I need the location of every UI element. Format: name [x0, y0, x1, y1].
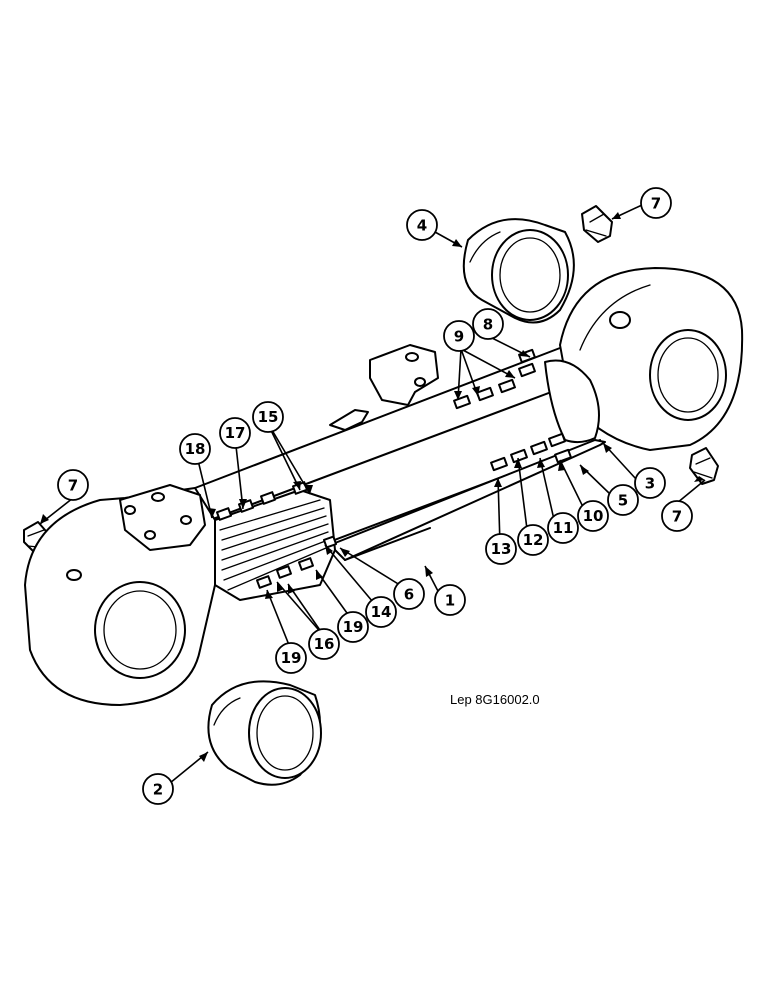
- seal-rings: [215, 348, 572, 589]
- piston-head: [214, 489, 336, 601]
- callout-label: 5: [618, 492, 628, 510]
- callouts: 1 2 3 4 5 6 7 7 7 8 9 10 11 12 13 14 15 …: [57, 187, 693, 805]
- callout-label: 2: [153, 781, 163, 799]
- callout-19-right: 19: [337, 611, 369, 643]
- callout-label: 7: [672, 508, 682, 526]
- callout-15: 15: [252, 401, 284, 433]
- callout-label: 8: [483, 316, 493, 334]
- callout-12: 12: [517, 524, 549, 556]
- callout-label: 17: [225, 424, 246, 442]
- callout-6: 6: [393, 578, 425, 610]
- callout-label: 18: [185, 440, 206, 458]
- callout-7-right: 7: [661, 500, 693, 532]
- rod-eye: [559, 267, 744, 451]
- callout-label: 6: [404, 586, 414, 604]
- callout-label: 4: [417, 217, 427, 235]
- callout-2: 2: [142, 773, 174, 805]
- callout-17: 17: [219, 417, 251, 449]
- callout-label: 11: [553, 519, 574, 537]
- callout-13: 13: [485, 533, 517, 565]
- cylinder-barrel: [194, 344, 606, 586]
- callout-label: 19: [343, 618, 364, 636]
- callout-7-left: 7: [57, 469, 89, 501]
- callout-1: 1: [434, 584, 466, 616]
- callout-16: 16: [308, 628, 340, 660]
- callout-label: 3: [645, 475, 655, 493]
- callout-label: 14: [371, 603, 392, 621]
- grease-nipple-right: [689, 447, 719, 485]
- callout-label: 1: [445, 592, 455, 610]
- callout-label: 9: [454, 328, 464, 346]
- callout-label: 7: [68, 477, 78, 495]
- callout-7-top: 7: [640, 187, 672, 219]
- callout-19-left: 19: [275, 642, 307, 674]
- head-end-bushing: [207, 680, 322, 786]
- callout-label: 12: [523, 531, 544, 549]
- callout-label: 19: [281, 649, 302, 667]
- callout-5: 5: [607, 484, 639, 516]
- callout-4: 4: [406, 209, 438, 241]
- figure-reference-code: Lep 8G16002.0: [450, 692, 540, 707]
- callout-label: 13: [491, 540, 512, 558]
- callout-3: 3: [634, 467, 666, 499]
- rod-end-bushing: [462, 218, 575, 324]
- callout-9: 9: [443, 320, 475, 352]
- callout-label: 16: [314, 635, 335, 653]
- leader-arrowheads: [40, 212, 705, 762]
- callout-label: 15: [258, 408, 279, 426]
- callout-18: 18: [179, 433, 211, 465]
- grease-nipple-top: [581, 205, 613, 243]
- callout-8: 8: [472, 308, 504, 340]
- callout-label: 10: [583, 507, 604, 525]
- callout-label: 7: [651, 195, 661, 213]
- callout-14: 14: [365, 596, 397, 628]
- callout-11: 11: [547, 512, 579, 544]
- callout-10: 10: [577, 500, 609, 532]
- cylinder-head: [24, 484, 216, 706]
